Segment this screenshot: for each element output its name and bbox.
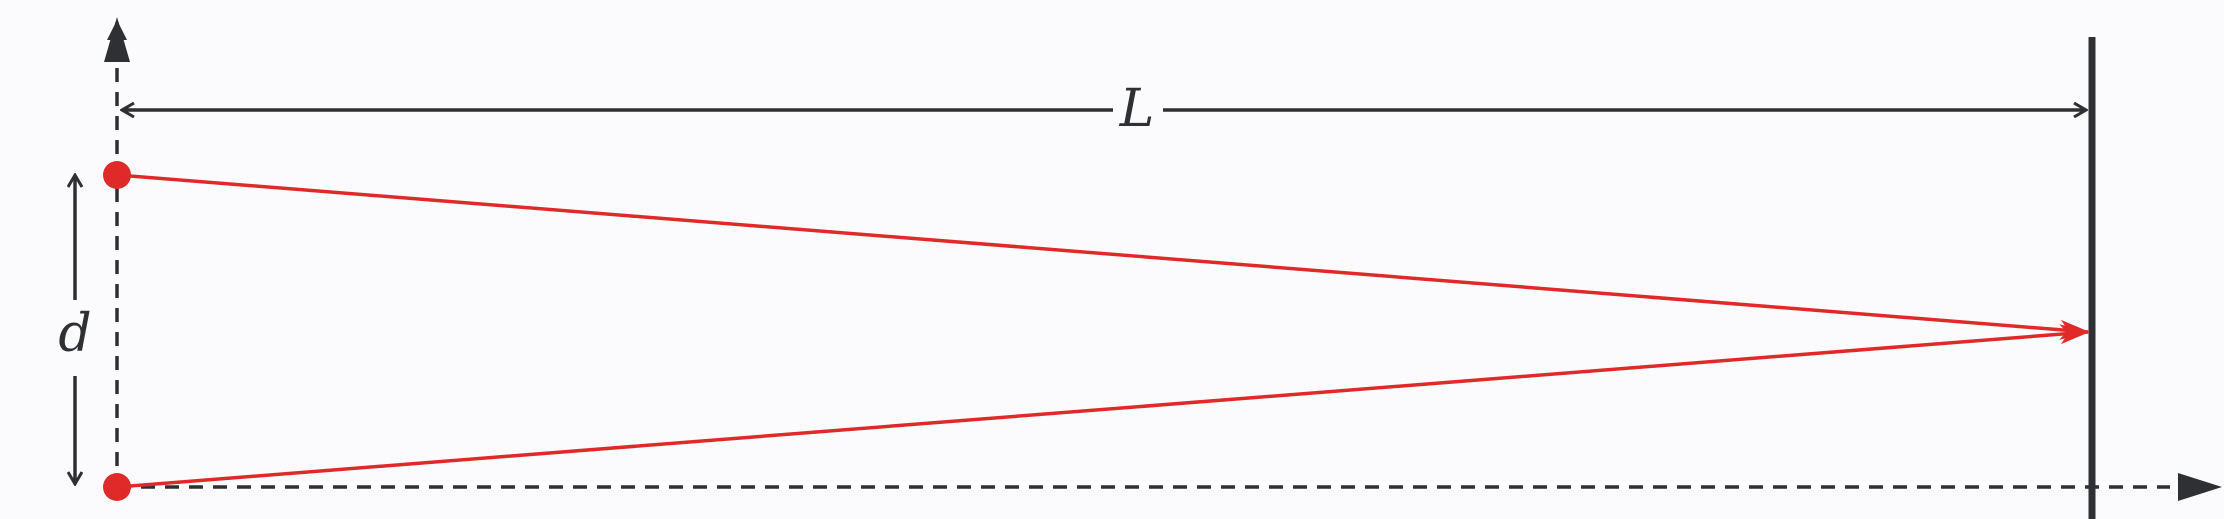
upper-ray xyxy=(116,173,2090,340)
length-label: L xyxy=(1119,79,1155,139)
separation-label: d xyxy=(58,304,91,364)
upper-source-dot xyxy=(103,161,131,189)
vertical-axis-arrowhead xyxy=(104,17,130,62)
horizontal-axis-arrowhead xyxy=(2178,473,2222,501)
lower-ray xyxy=(116,324,2090,489)
lower-source-dot xyxy=(103,473,131,501)
